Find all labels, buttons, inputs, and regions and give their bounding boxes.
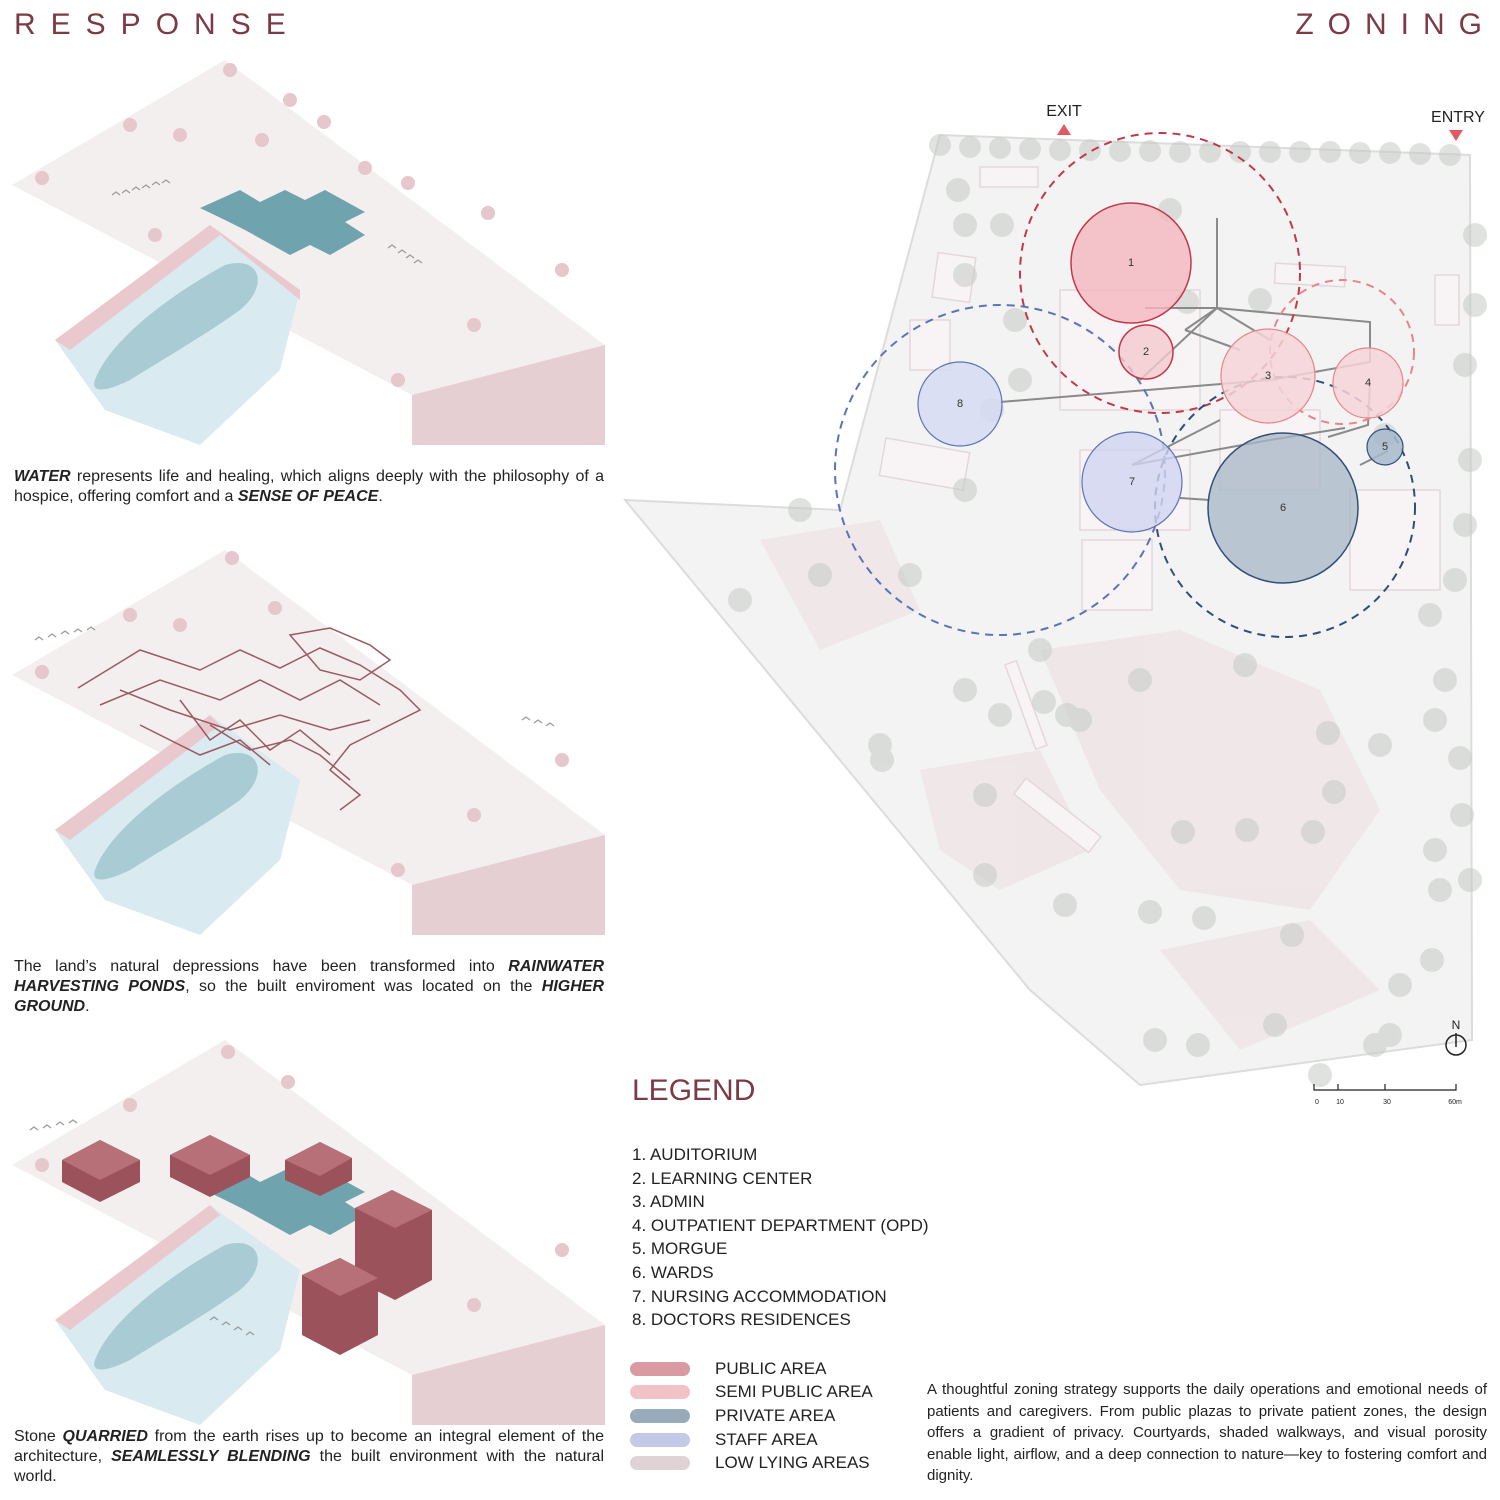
svg-text:6: 6 <box>1280 502 1286 514</box>
scale-label-0: 0 <box>1315 1099 1319 1106</box>
header-zoning: ZONING <box>1295 8 1496 41</box>
birds-2 <box>34 626 555 727</box>
private-swatch <box>630 1408 690 1423</box>
scale-label-30: 30 <box>1383 1099 1391 1106</box>
zone-circle-6: 6 <box>1207 432 1359 584</box>
scale-label-60m: 60m <box>1448 1099 1462 1106</box>
birds-3 <box>29 1119 255 1336</box>
legend-item-opd: 4. OUTPATIENT DEPARTMENT (OPD) <box>632 1215 929 1235</box>
axon-stone-diagram <box>12 1040 605 1425</box>
zone-label: STAFF AREA <box>715 1429 818 1449</box>
zone-circle-1: 1 <box>1070 202 1192 324</box>
zone-legend-private: PRIVATE AREA <box>630 1404 873 1428</box>
north-label: N <box>1452 1018 1461 1032</box>
axon-site-slab-2 <box>12 550 605 935</box>
svg-text:5: 5 <box>1382 441 1388 453</box>
zone-legend-staff: STAFF AREA <box>630 1428 873 1452</box>
exit-label: EXIT <box>1046 103 1082 120</box>
legend-item-learning-center: 2. LEARNING CENTER <box>632 1168 813 1188</box>
legend-item-admin: 3. ADMIN <box>632 1192 705 1212</box>
zone-legend: PUBLIC AREA SEMI PUBLIC AREA PRIVATE ARE… <box>630 1357 873 1475</box>
zone-circles: 1 2 3 4 5 6 7 8 <box>917 202 1404 584</box>
plan-trees <box>728 134 1487 1087</box>
legend-item-morgue: 5. MORGUE <box>632 1239 728 1259</box>
stone-blocks <box>62 1135 432 1355</box>
axon-water-diagram <box>12 60 605 445</box>
low-lying-swatch <box>630 1456 690 1471</box>
caption-ponds: The land’s natural depressions have been… <box>14 958 604 1015</box>
axon-site-slab-3 <box>12 1040 605 1425</box>
legend-title: LEGEND <box>632 1074 756 1107</box>
trees-2 <box>35 551 569 877</box>
axon-site-slab <box>12 60 605 445</box>
axon-ponds-diagram <box>12 550 605 935</box>
legend-item-nursing: 7. NURSING ACCOMMODATION <box>632 1286 887 1306</box>
birds <box>111 179 423 264</box>
entry-label: ENTRY <box>1431 109 1485 126</box>
central-water-body <box>200 190 365 255</box>
exit-arrow-icon <box>1057 124 1071 135</box>
caption-water: WATER represents life and healing, which… <box>14 468 604 505</box>
zone-label: LOW LYING AREAS <box>715 1453 870 1473</box>
legend-item-wards: 6. WARDS <box>632 1262 714 1282</box>
legend-item-doctors: 8. DOCTORS RESIDENCES <box>632 1310 851 1330</box>
zone-legend-public: PUBLIC AREA <box>630 1357 873 1381</box>
caption-stone: Stone QUARRIED from the earth rises up t… <box>14 1428 604 1485</box>
staff-swatch <box>630 1432 690 1447</box>
contour-sketch <box>77 627 422 811</box>
header-response: RESPONSE <box>14 8 301 41</box>
zone-label: PUBLIC AREA <box>715 1358 827 1378</box>
zone-circle-7: 7 <box>1081 431 1183 533</box>
scale-label-10: 10 <box>1336 1099 1344 1106</box>
zone-circle-3: 3 <box>1220 328 1316 424</box>
zone-label: PRIVATE AREA <box>715 1405 836 1425</box>
site-zoning-plan: 1 2 3 4 5 6 7 8 EXIT ENT <box>622 103 1487 1106</box>
svg-text:7: 7 <box>1129 476 1135 488</box>
scale-bar: 0 10 30 60m <box>1313 1084 1462 1106</box>
svg-text:8: 8 <box>957 398 963 410</box>
svg-text:3: 3 <box>1265 370 1271 382</box>
svg-text:2: 2 <box>1143 346 1149 358</box>
entry-arrow-icon <box>1449 130 1463 141</box>
legend-item-auditorium: 1. AUDITORIUM <box>632 1145 758 1164</box>
low-lying-areas <box>760 520 1380 1050</box>
zone-circle-8: 8 <box>917 361 1003 447</box>
trees <box>35 63 569 387</box>
trees-3 <box>35 1045 569 1312</box>
semi-public-swatch <box>630 1385 690 1400</box>
north-arrow-icon <box>1445 1033 1467 1056</box>
zone-legend-low-lying: LOW LYING AREAS <box>630 1451 873 1475</box>
public-swatch <box>630 1361 690 1376</box>
zone-circle-4: 4 <box>1332 347 1404 419</box>
svg-text:1: 1 <box>1128 257 1134 269</box>
legend-list: 1. AUDITORIUM 2. LEARNING CENTER 3. ADMI… <box>632 1143 929 1332</box>
zoning-description: A thoughtful zoning strategy supports th… <box>927 1381 1487 1485</box>
zone-label: SEMI PUBLIC AREA <box>715 1382 873 1402</box>
svg-text:4: 4 <box>1365 377 1371 389</box>
zone-circle-5: 5 <box>1366 428 1404 466</box>
zone-circle-2: 2 <box>1118 324 1174 380</box>
zone-legend-semi-public: SEMI PUBLIC AREA <box>630 1381 873 1405</box>
